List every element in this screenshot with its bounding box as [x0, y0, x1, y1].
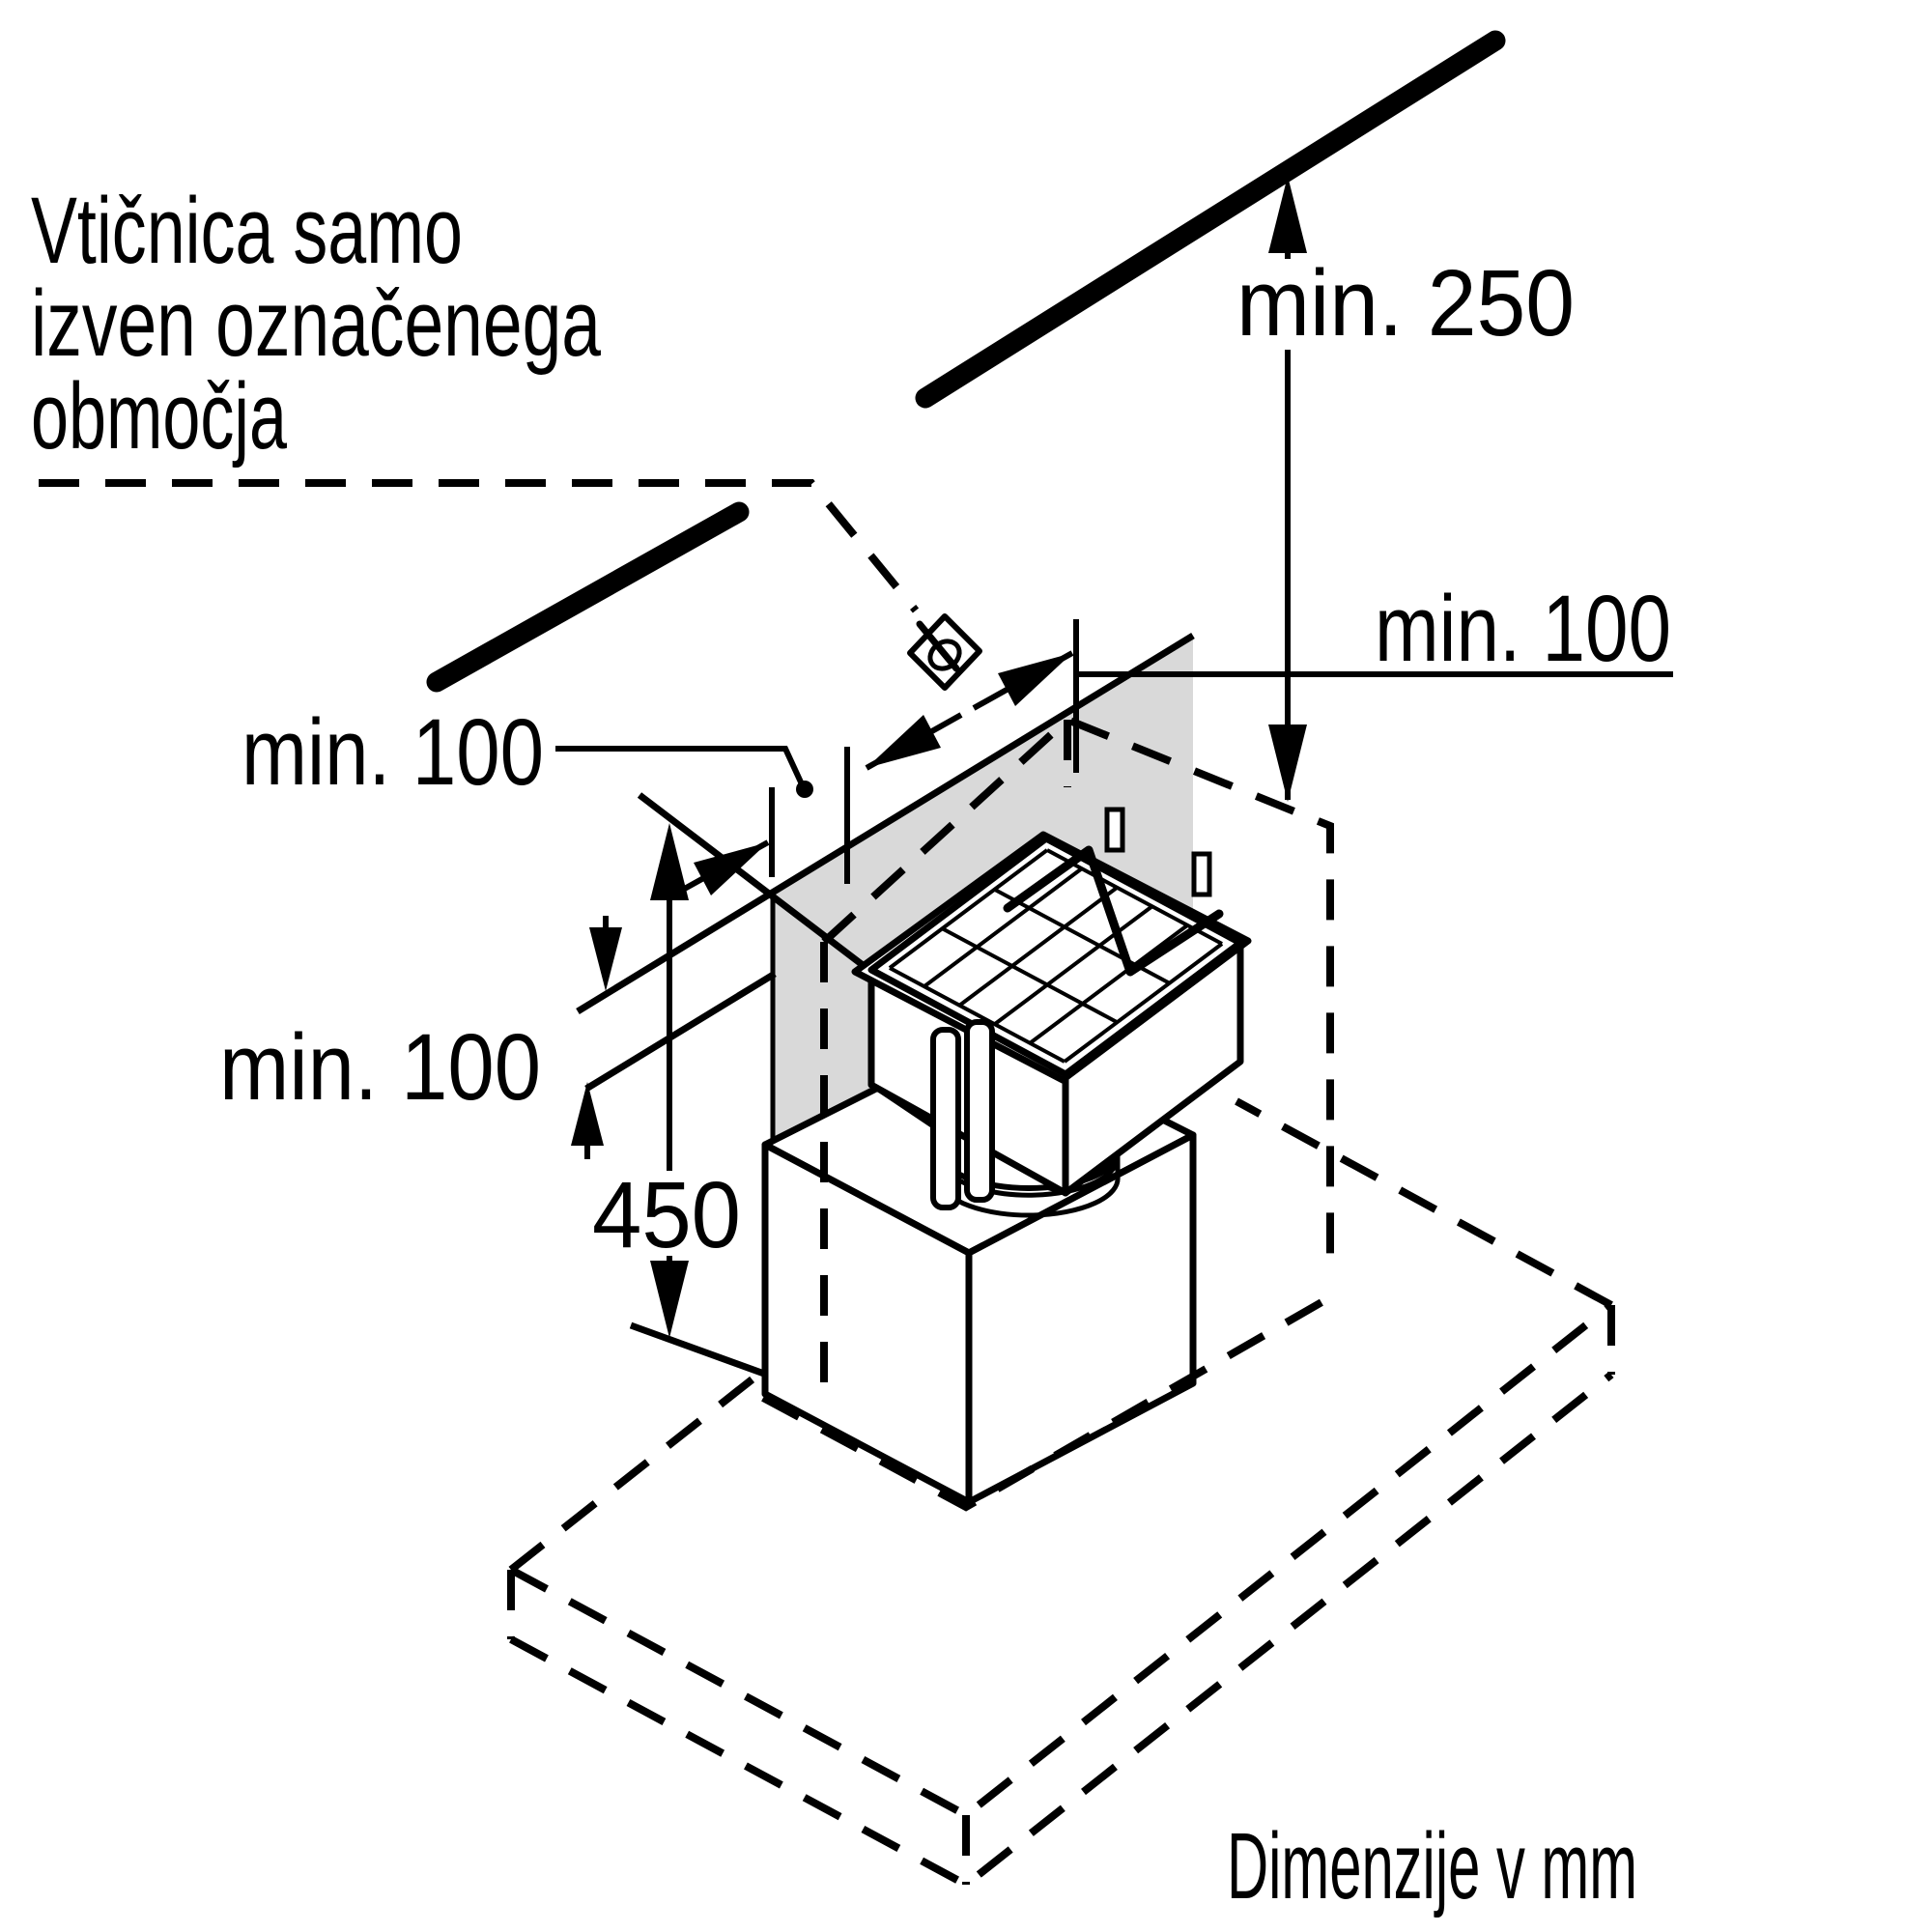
labels: Vtičnica samo izven označenega območja m…: [31, 178, 1671, 1918]
wire-clip: [1003, 845, 1224, 977]
power-socket-icon: [907, 613, 982, 691]
dimension-side-clearance-right: [972, 619, 1673, 773]
filter-grid: [867, 835, 1244, 1078]
footer-units-note: Dimenzije v mm: [1227, 1813, 1637, 1918]
socket-note-leader: [39, 479, 920, 613]
note-line-3: območja: [31, 363, 287, 469]
ceiling-lines: [426, 30, 1506, 693]
side-rails: [930, 1019, 995, 1210]
worktop-dashed-slab: [507, 1097, 1615, 1889]
panel-edge-lines: [576, 633, 1195, 1402]
dimension-ceiling-clearance: [1268, 176, 1307, 802]
label-min-100-left: min. 100: [242, 699, 544, 805]
dimension-side-clearance-left: [555, 712, 963, 895]
mounting-tabs: [1104, 807, 1212, 897]
note-line-2: izven označenega: [31, 270, 601, 376]
label-min-100-right: min. 100: [1375, 576, 1671, 681]
recirculation-module: [851, 807, 1252, 1218]
ceiling-line-right: [915, 30, 1506, 409]
ceiling-line-left: [426, 501, 750, 693]
dimension-panel-height: [650, 823, 689, 1338]
note-line-1: Vtičnica samo: [31, 178, 463, 283]
label-450: 450: [592, 1162, 741, 1267]
dimension-panel-bottom-clearance: [571, 916, 622, 1159]
hood-outline-dashed-box: [761, 715, 1334, 1512]
label-min-250: min. 250: [1236, 250, 1575, 355]
label-min-100-bottom: min. 100: [219, 1014, 541, 1120]
